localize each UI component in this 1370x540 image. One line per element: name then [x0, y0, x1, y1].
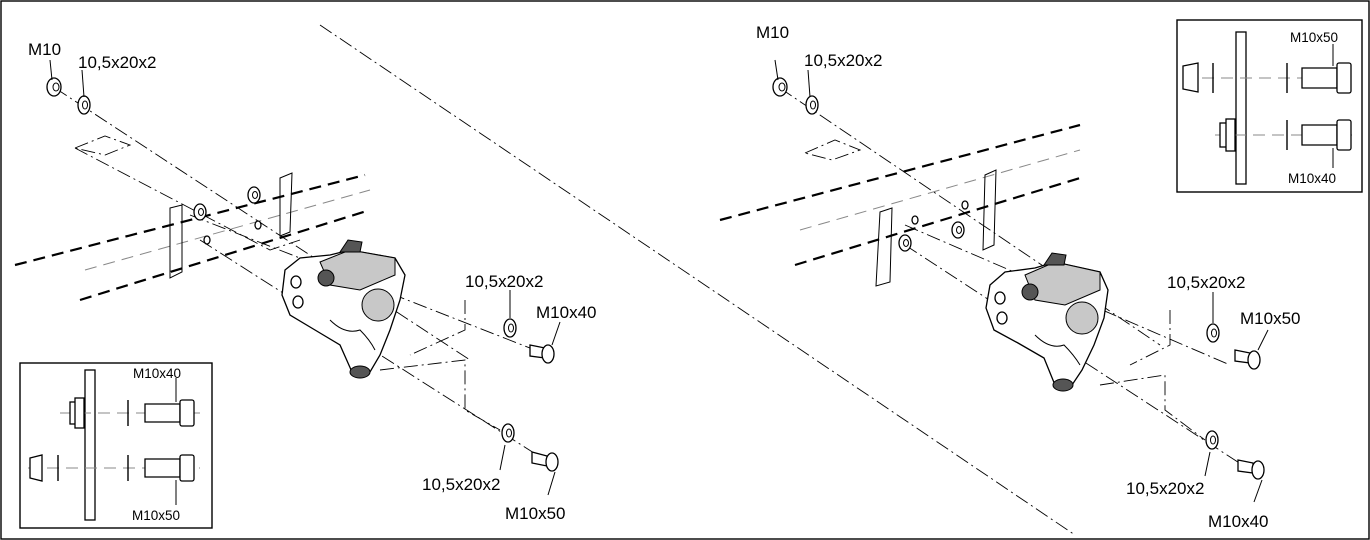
left-label-bolt-mid: M10x40: [536, 303, 596, 322]
left-bracket-hole-1: [203, 235, 211, 245]
right-leader-nut: [774, 59, 779, 81]
right-bolt-low-icon: [1237, 459, 1265, 480]
left-inset-nut-bottom: [29, 454, 43, 482]
right-bracket-hole-1: [911, 215, 919, 225]
right-inset: M10x50 M10x40: [1176, 19, 1363, 193]
left-bracket-hole-2: [254, 220, 262, 230]
left-label-bolt-low: M10x50: [505, 504, 565, 523]
left-coupling-icon: [281, 239, 406, 379]
left-inset-nut-flange: [74, 397, 85, 429]
right-frame-rail-upper: [719, 123, 1081, 222]
right-view: M10 10,5x20x2 10,5x20x2 M10x50 10,5x20x2…: [719, 23, 1300, 531]
left-bracket-plate-rear: [279, 172, 293, 237]
right-inset-bolt-bottom-head: [1336, 119, 1352, 151]
left-leader-washer-top: [81, 69, 85, 98]
left-axis-top: [54, 87, 471, 361]
left-leader-bolt-low: [547, 471, 556, 496]
left-frame-rail-inner: [84, 189, 371, 271]
right-leader-washer-low: [1204, 451, 1211, 477]
left-bracket-plate-front: [169, 204, 183, 279]
right-leader-mid: [1129, 310, 1171, 366]
left-view: M10 10,5x20x2 10,5x20x2 M10x40 10,5x20x2…: [14, 40, 596, 523]
right-bracket-hole-2: [961, 200, 969, 210]
left-label-washer-low: 10,5x20x2: [422, 475, 500, 494]
right-coupling-icon: [985, 252, 1109, 392]
left-bracket-nut-2: [247, 186, 261, 204]
right-inset-label-bottom: M10x40: [1288, 171, 1336, 186]
right-nut-m10-icon: [772, 77, 788, 97]
right-label-washer-mid: 10,5x20x2: [1167, 273, 1245, 292]
left-label-washer-top: 10,5x20x2: [78, 53, 156, 72]
right-plate-outline: [804, 139, 862, 161]
right-washer-low-icon: [1205, 430, 1219, 450]
left-inset-label-top: M10x40: [133, 366, 181, 381]
left-plate-outline: [74, 135, 132, 156]
right-washer-mid-icon: [1206, 323, 1220, 343]
left-frame-rail-upper: [14, 173, 366, 267]
left-leader-washer-low: [499, 444, 506, 471]
right-bracket-plate-rear: [982, 169, 997, 251]
left-inset-label-bottom: M10x50: [132, 508, 180, 523]
left-frame-rail-lower: [79, 208, 371, 302]
right-leader-washer-top: [807, 69, 811, 98]
right-label-bolt-low: M10x40: [1208, 512, 1268, 531]
right-leader-bolt-mid: [1257, 329, 1269, 351]
right-inset-plate: [1235, 31, 1247, 185]
right-axis-top: [779, 87, 1161, 346]
left-inset-bolt-bottom-shank: [144, 458, 181, 478]
left-bolt-mid-icon: [529, 344, 555, 364]
right-bracket-plate-front: [875, 207, 893, 287]
right-inset-bolt-top-shank: [1301, 67, 1338, 89]
left-leader-low: [379, 359, 501, 431]
left-bolt-low-icon: [531, 451, 559, 472]
left-inset-plate: [84, 369, 96, 521]
left-nut-m10-icon: [46, 77, 62, 97]
right-label-washer-top: 10,5x20x2: [804, 51, 882, 70]
right-label-nut: M10: [756, 23, 789, 42]
left-axis-mid: [189, 214, 536, 351]
left-bracket-nut-1: [193, 203, 207, 221]
left-washer-low-icon: [501, 423, 515, 443]
right-inset-frame: [1176, 19, 1363, 193]
left-plate-edge: [74, 147, 301, 251]
right-leader-bolt-low: [1253, 479, 1263, 503]
right-frame-rail-inner: [799, 149, 1081, 231]
right-label-bolt-mid: M10x50: [1240, 309, 1300, 328]
left-label-nut: M10: [28, 40, 61, 59]
right-bracket-nut-1: [951, 221, 965, 239]
right-label-washer-low: 10,5x20x2: [1126, 479, 1204, 498]
right-bolt-mid-icon: [1234, 349, 1261, 370]
left-leader-bolt-mid: [551, 321, 561, 346]
left-inset-frame: [19, 362, 213, 529]
left-inset-bolt-top-shank: [144, 403, 181, 423]
right-washer-top-icon: [805, 95, 819, 115]
left-inset: M10x40 M10x50: [19, 362, 213, 529]
left-inset-bolt-top-head: [179, 399, 195, 427]
left-washer-top-icon: [77, 95, 91, 115]
left-leader-nut: [49, 59, 53, 81]
right-bracket-nut-2: [898, 234, 912, 252]
right-inset-label-top: M10x50: [1290, 30, 1338, 45]
right-inset-nut-top: [1182, 62, 1199, 93]
left-inset-bolt-bottom-head: [179, 454, 195, 482]
divider-line: [319, 24, 1076, 536]
left-label-washer-mid: 10,5x20x2: [465, 272, 543, 291]
right-leader-low: [1099, 374, 1206, 441]
right-inset-bolt-top-head: [1336, 62, 1352, 94]
left-leader-mid: [409, 300, 466, 356]
right-frame-rail-lower: [794, 176, 1081, 267]
left-washer-mid-icon: [503, 318, 517, 338]
right-inset-bolt-bottom-shank: [1301, 124, 1338, 146]
right-inset-nut-flange: [1225, 118, 1236, 152]
